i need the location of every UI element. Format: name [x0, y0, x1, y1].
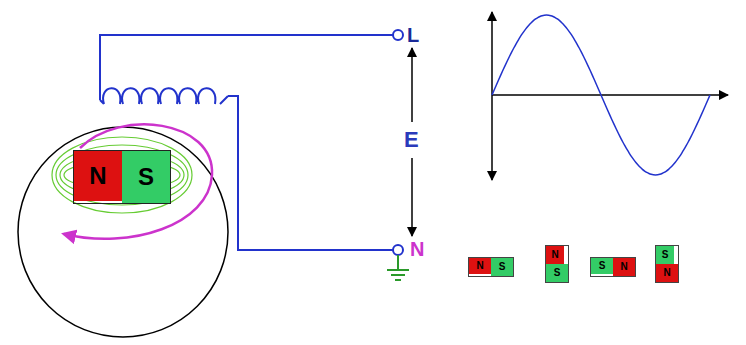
coil-winding [100, 88, 228, 104]
magnet: NS [545, 245, 569, 283]
x-axis [492, 94, 728, 96]
terminal-label: N [408, 238, 426, 260]
wire [228, 96, 393, 250]
voltage-arrow [411, 158, 413, 236]
magnet-pole: S [122, 151, 170, 203]
terminal [393, 30, 403, 40]
magnet-pole: S [546, 264, 568, 282]
ground-symbol [387, 255, 409, 280]
terminal [393, 245, 403, 255]
magnet-pole: N [546, 246, 564, 264]
magnet: NS [468, 257, 514, 277]
terminal-label: L [405, 24, 421, 46]
magnet-pole: N [74, 151, 122, 201]
coil-winding [100, 88, 228, 104]
stator-circle [18, 127, 228, 337]
magnet: SN [655, 245, 679, 283]
field-lines [52, 137, 192, 213]
magnet-pole: N [656, 264, 678, 282]
magnet-pole: S [591, 258, 613, 274]
magnet-pole: S [656, 246, 674, 264]
sine-wave [492, 15, 710, 175]
magnet-pole: N [469, 258, 491, 274]
y-axis [491, 12, 493, 180]
voltage-label: E [402, 128, 421, 152]
voltage-arrow [411, 48, 413, 122]
magnet-pole: S [491, 258, 513, 276]
magnet: NS [73, 150, 171, 204]
magnet-pole: N [613, 258, 635, 276]
rotation-arrow [64, 124, 212, 238]
magnet: SN [590, 257, 636, 277]
